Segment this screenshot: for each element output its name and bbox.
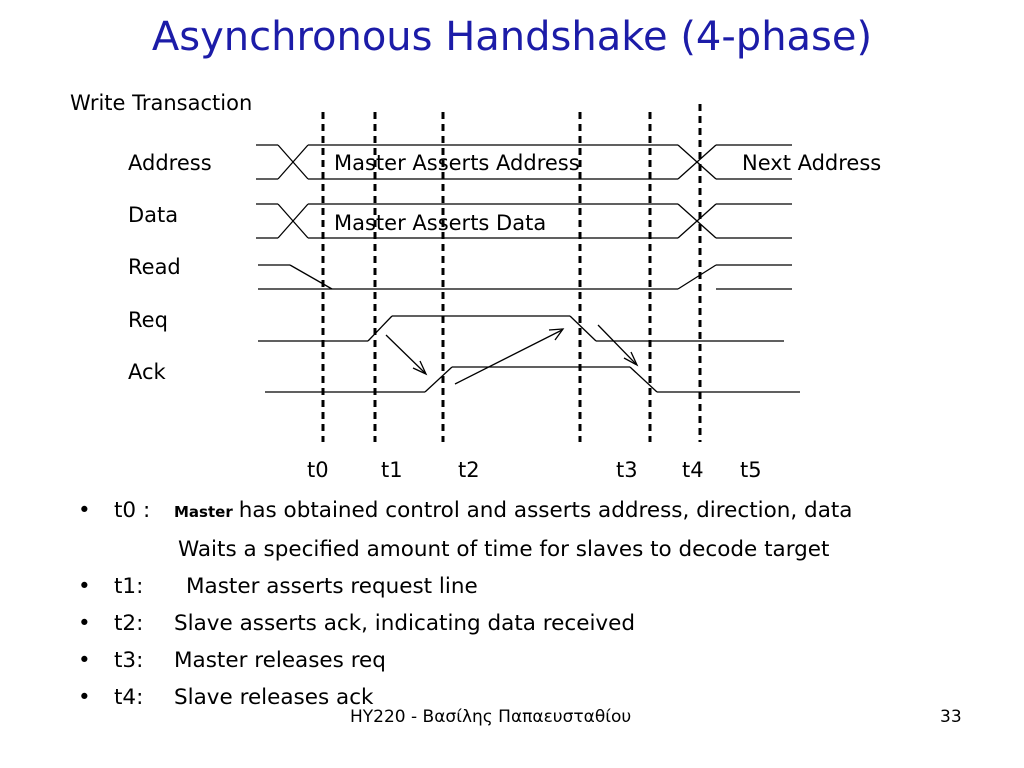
arrow-ack-to-req-release xyxy=(454,329,563,385)
signal-label-address: Address xyxy=(128,151,212,175)
bullet-text: Slave releases ack xyxy=(174,685,374,710)
label-master-asserts-address: Master Asserts Address xyxy=(334,151,580,175)
bullet-label: t1: xyxy=(114,574,144,599)
bullet-emphasis: Master xyxy=(174,503,233,521)
bullet-text: Master releases req xyxy=(174,648,386,673)
time-markers xyxy=(321,104,702,442)
time-label-t5: t5 xyxy=(740,458,762,482)
bullet-t0-continuation: Waits a specified amount of time for sla… xyxy=(78,531,852,568)
bullet-label: t4: xyxy=(114,685,144,710)
bullet-label: t2: xyxy=(114,611,144,636)
explanation-list: t0 : Master has obtained control and asser… xyxy=(78,492,852,716)
slide-number: 33 xyxy=(940,707,962,727)
footer-course-author: HY220 - Βασίλης Παπαευσταθίου xyxy=(350,707,632,727)
timing-diagram: Write Transaction Address Data Read Req … xyxy=(70,91,881,482)
req-waveform xyxy=(258,315,784,342)
causality-arrows xyxy=(385,324,639,385)
signal-label-ack: Ack xyxy=(128,360,167,384)
time-label-t0: t0 xyxy=(307,458,329,482)
bullet-text: Slave asserts ack, indicating data recei… xyxy=(174,611,636,636)
bullet-t1: t1: Master asserts request line xyxy=(78,568,852,605)
label-next-address: Next Address xyxy=(742,151,881,175)
time-label-t4: t4 xyxy=(682,458,704,482)
signal-label-read: Read xyxy=(128,255,181,279)
time-label-t3: t3 xyxy=(616,458,638,482)
bullet-label: t0 : xyxy=(114,498,151,523)
data-waveform xyxy=(256,203,792,239)
slide-title: Asynchronous Handshake (4-phase) xyxy=(151,14,873,60)
time-label-t1: t1 xyxy=(381,458,403,482)
read-waveform xyxy=(258,264,792,290)
label-master-asserts-data: Master Asserts Data xyxy=(334,211,546,235)
bullet-t0: t0 : Master has obtained control and asser… xyxy=(78,492,852,531)
ack-waveform xyxy=(265,366,800,393)
arrow-req-to-ack xyxy=(385,334,426,374)
time-label-t2: t2 xyxy=(458,458,480,482)
bullet-t3: t3: Master releases req xyxy=(78,642,852,679)
bullet-label: t3: xyxy=(114,648,144,673)
bullet-text: Waits a specified amount of time for sla… xyxy=(178,537,830,562)
bullet-t2: t2: Slave asserts ack, indicating data re… xyxy=(78,605,852,642)
address-waveform xyxy=(256,144,792,180)
arrow-req-release-to-ack-release xyxy=(597,324,637,365)
signal-label-req: Req xyxy=(128,308,168,332)
bullet-t4: t4: Slave releases ack xyxy=(78,679,852,716)
signal-label-data: Data xyxy=(128,203,178,227)
bullet-text: has obtained control and asserts address… xyxy=(238,498,853,523)
bullet-text: Master asserts request line xyxy=(186,574,478,599)
diagram-subtitle: Write Transaction xyxy=(70,91,252,115)
